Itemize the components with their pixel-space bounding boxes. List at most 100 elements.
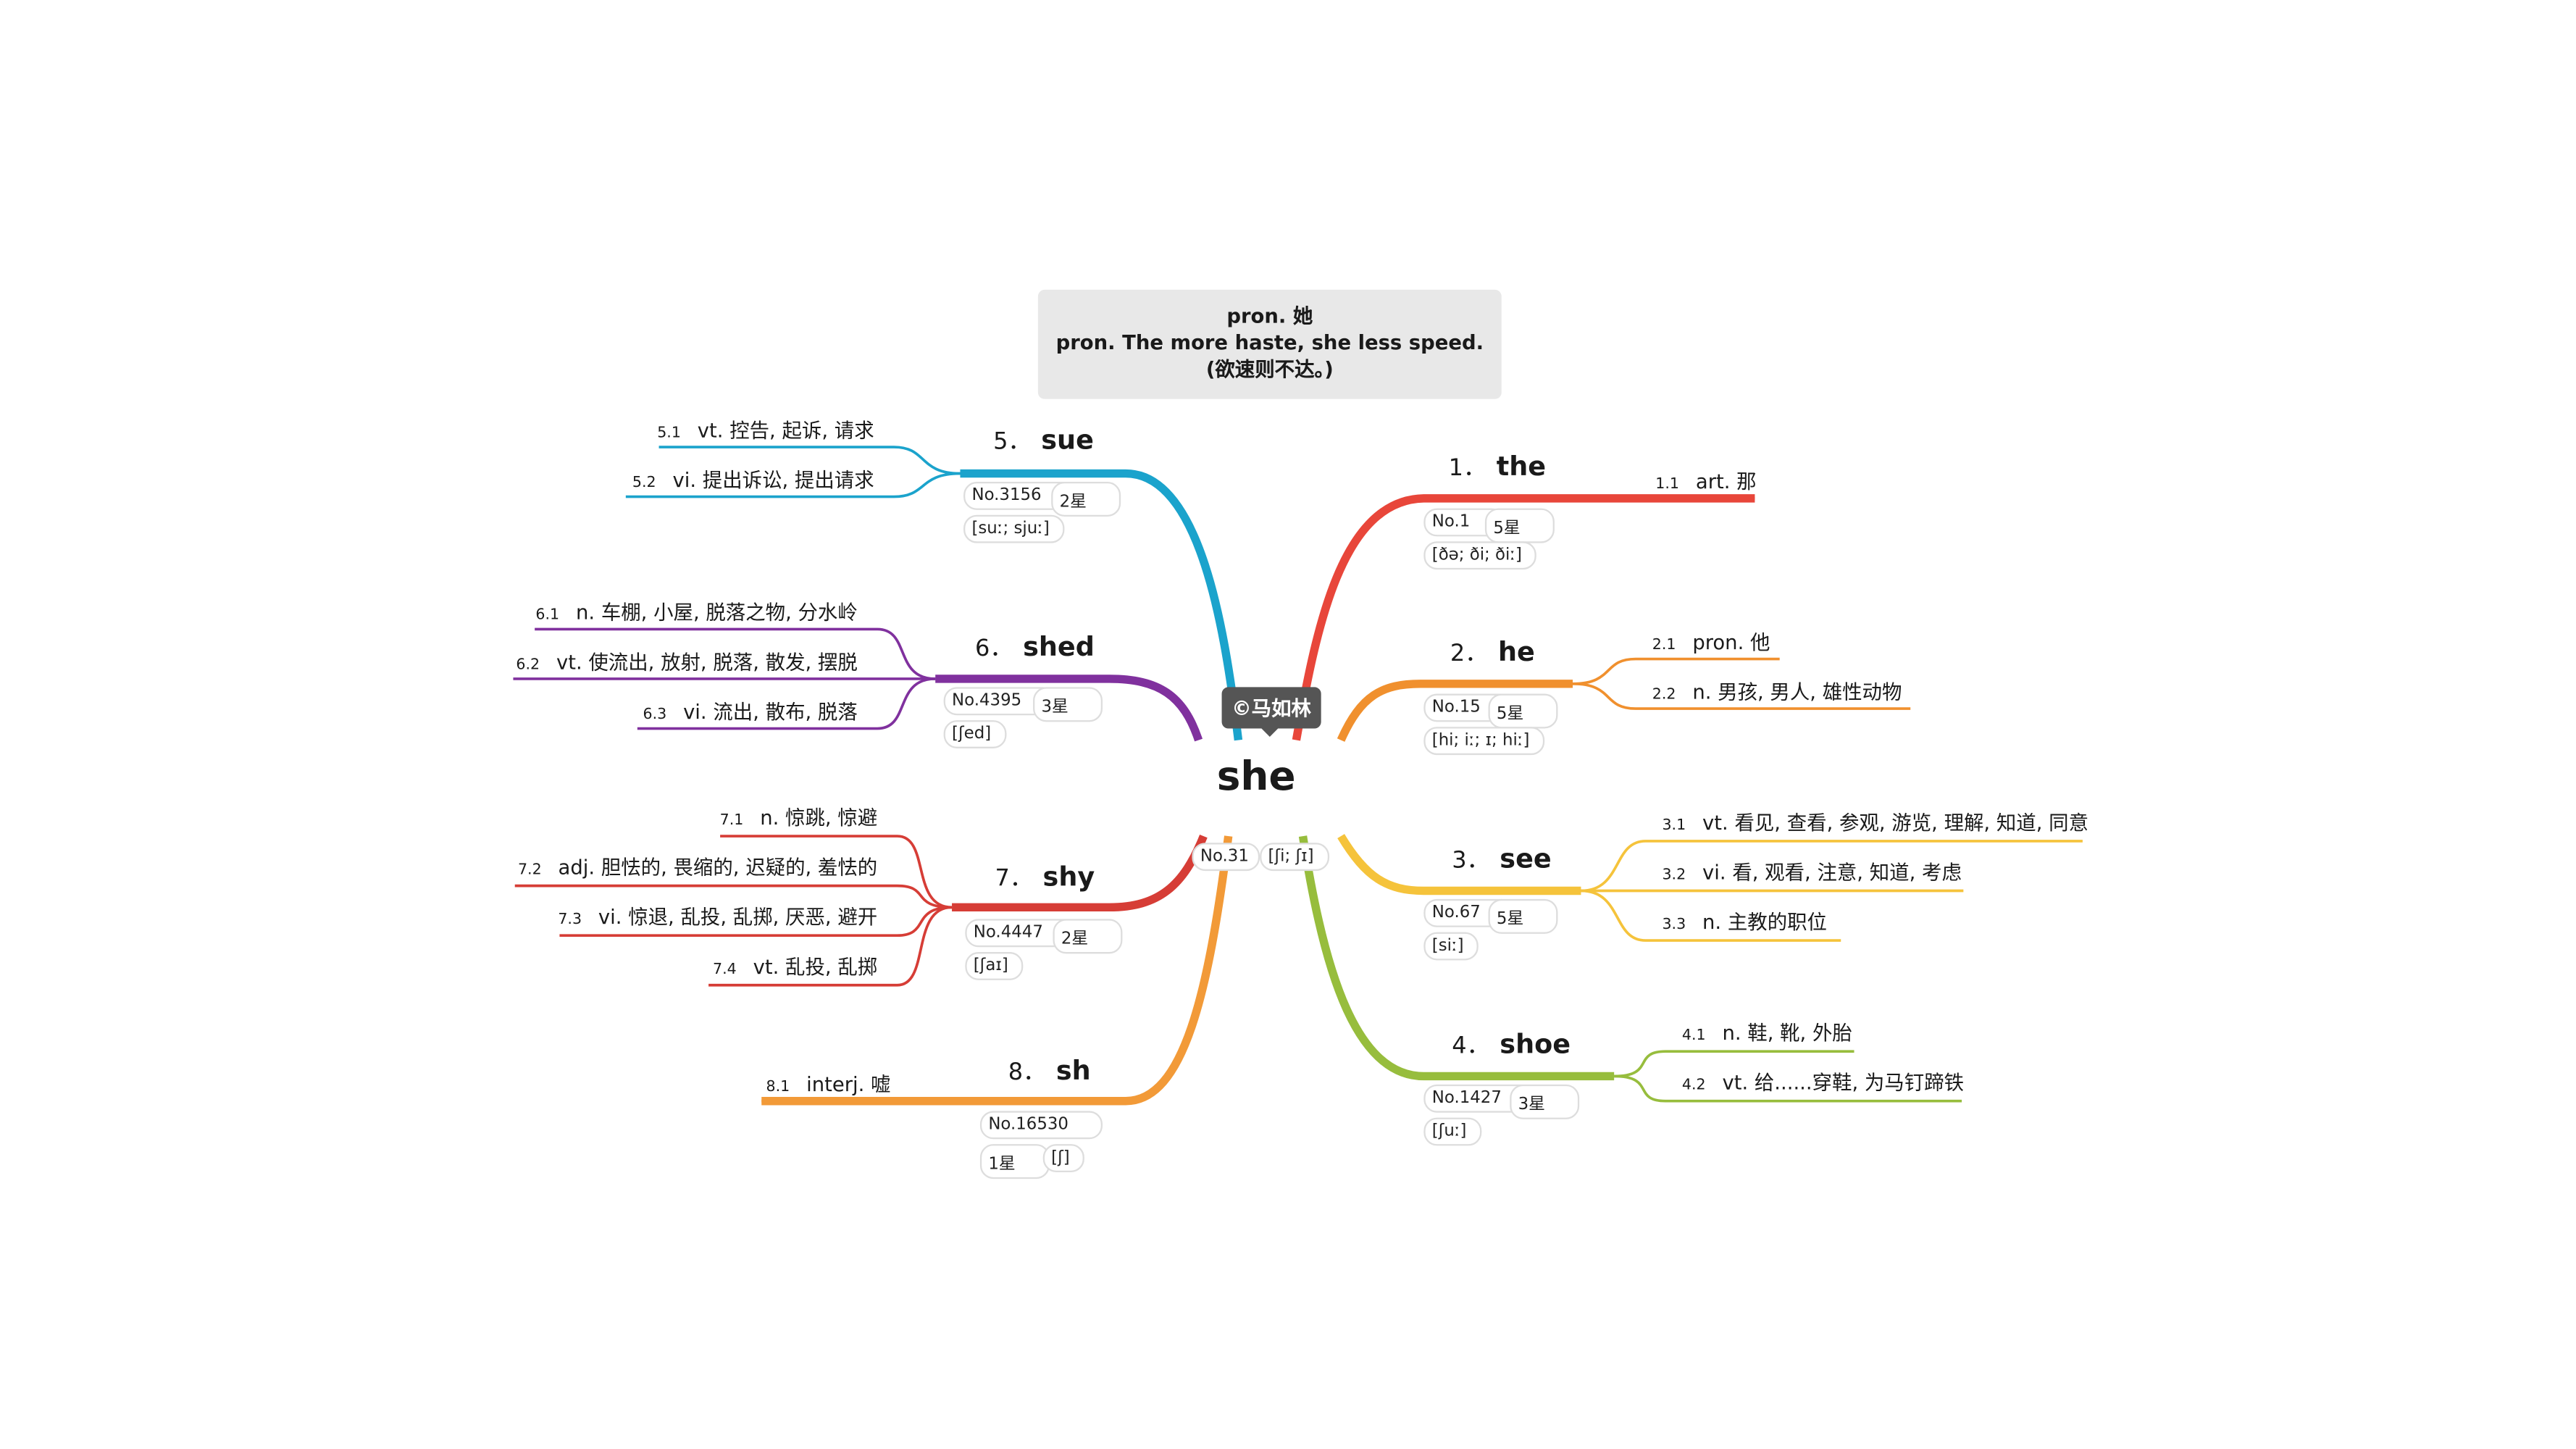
topic-number: 8．	[1008, 1059, 1047, 1087]
sense-5-1[interactable]: 5.1 vt. 控告, 起诉, 请求	[657, 416, 874, 444]
sense-text: n. 车棚, 小屋, 脱落之物, 分水岭	[575, 601, 858, 625]
topic-sue[interactable]: 5．sue	[993, 424, 1094, 457]
sense-line	[1581, 840, 2083, 893]
sense-2-2[interactable]: 2.2 n. 男孩, 男人, 雄性动物	[1652, 677, 1902, 706]
branch-line-shoe	[1298, 835, 1615, 1081]
sense-6-1[interactable]: 6.1 n. 车棚, 小屋, 脱落之物, 分水岭	[535, 598, 857, 626]
branch-line-he	[1337, 680, 1573, 742]
sense-5-2[interactable]: 5.2 vi. 提出诉讼, 提出请求	[632, 465, 874, 493]
sense-line	[514, 884, 953, 909]
branch-line-shed	[935, 675, 1203, 742]
phonetic-tag: [ʃ]	[1042, 1144, 1085, 1172]
sense-number: 6.1	[535, 607, 560, 625]
topic-number: 1．	[1448, 455, 1487, 483]
topic-word: see	[1500, 843, 1552, 874]
sense-4-1[interactable]: 4.1 n. 鞋, 靴, 外胎	[1682, 1018, 1852, 1046]
sense-number: 6.3	[643, 706, 667, 724]
sense-text: adj. 胆怯的, 畏缩的, 迟疑的, 羞怯的	[558, 856, 878, 880]
sense-1-1[interactable]: 1.1 art. 那	[1655, 467, 1756, 495]
sense-text: vi. 提出诉讼, 提出请求	[672, 468, 874, 492]
sense-text: vi. 看, 观看, 注意, 知道, 考虑	[1702, 861, 1962, 885]
central-word[interactable]: she	[1216, 753, 1296, 800]
sense-line	[535, 627, 936, 680]
sense-text: n. 主教的职位	[1702, 910, 1828, 934]
sense-number: 3.3	[1662, 917, 1686, 934]
sense-text: vi. 流出, 散布, 脱落	[683, 700, 858, 724]
sense-line	[658, 446, 961, 475]
stars-tag: 5星	[1488, 898, 1559, 934]
sense-number: 4.2	[1681, 1077, 1706, 1095]
sense-number: 1.1	[1655, 477, 1680, 494]
sense-number: 7.1	[719, 813, 744, 830]
sense-line	[1573, 682, 1911, 710]
sense-text: n. 惊跳, 惊避	[760, 806, 878, 830]
sense-text: n. 鞋, 靴, 外胎	[1722, 1022, 1852, 1045]
sense-number: 3.1	[1662, 817, 1686, 835]
phonetic-tag: [ðə; ði; ðiː]	[1423, 541, 1537, 570]
sense-6-3[interactable]: 6.3 vi. 流出, 散布, 脱落	[643, 697, 857, 725]
topic-see[interactable]: 3． see	[1452, 843, 1551, 876]
stars-tag: 2星	[1053, 919, 1124, 954]
topic-shy[interactable]: 7．shy	[995, 861, 1095, 894]
topic-number: 3．	[1452, 848, 1490, 874]
sense-number: 7.2	[517, 862, 542, 880]
sense-number: 7.3	[558, 912, 582, 930]
sense-line	[708, 906, 953, 987]
sense-7-3[interactable]: 7.3 vi. 惊退, 乱投, 乱掷, 厌恶, 避开	[558, 902, 877, 930]
topic-shed[interactable]: 6． shed	[975, 631, 1095, 664]
sense-text: n. 男孩, 男人, 雄性动物	[1692, 680, 1902, 704]
sense-number: 6.2	[516, 657, 540, 675]
sense-number: 4.1	[1681, 1028, 1706, 1045]
sense-text: vt. 控告, 起诉, 请求	[697, 419, 874, 443]
phonetic-tag: [ʃaɪ]	[965, 952, 1024, 980]
phonetic-tag: [hi; iː; ɪ; hiː]	[1423, 727, 1545, 756]
note-line-1: pron. 她	[1226, 304, 1313, 328]
sense-6-2[interactable]: 6.2 vt. 使流出, 放射, 脱落, 散发, 摆脱	[516, 648, 857, 676]
sense-line	[1614, 1050, 1854, 1078]
stars-tag: 5星	[1488, 693, 1559, 729]
topic-he[interactable]: 2．he	[1450, 636, 1535, 669]
branch-line-see	[1337, 834, 1581, 895]
sense-3-1[interactable]: 3.1 vt. 看见, 查看, 参观, 游览, 理解, 知道, 同意	[1662, 808, 2088, 836]
sense-text: art. 那	[1695, 470, 1757, 494]
sense-line	[1614, 1074, 1962, 1103]
topic-word: shy	[1042, 861, 1095, 893]
topic-word: he	[1498, 635, 1535, 667]
topic-word: shed	[1023, 630, 1095, 663]
sense-text: vt. 看见, 查看, 参观, 游览, 理解, 知道, 同意	[1702, 811, 2089, 835]
phonetic-tag: [ʃuː]	[1423, 1117, 1482, 1146]
note-box: pron. 她 pron. The more haste, she less s…	[1037, 289, 1502, 399]
sense-number: 2.1	[1652, 637, 1676, 654]
topic-number: 4．	[1452, 1033, 1490, 1060]
topic-sh[interactable]: 8． sh	[1008, 1055, 1091, 1088]
stars-tag: 5星	[1484, 508, 1555, 543]
phonetic-tag: [siː]	[1423, 932, 1479, 961]
topic-word: the	[1496, 450, 1547, 483]
branch-line-sh	[761, 835, 1233, 1106]
sense-text: vi. 惊退, 乱投, 乱掷, 厌恶, 避开	[598, 906, 878, 930]
sense-7-1[interactable]: 7.1 n. 惊跳, 惊避	[720, 803, 878, 831]
topic-the[interactable]: 1． the	[1449, 451, 1546, 484]
sense-line	[625, 472, 961, 498]
topic-word: sh	[1055, 1054, 1091, 1087]
sense-3-3[interactable]: 3.3 n. 主教的职位	[1662, 907, 1827, 935]
sense-text: vt. 给......穿鞋, 为马钉蹄铁	[1722, 1071, 1965, 1095]
phonetic-tag: [ʃed]	[943, 720, 1006, 748]
sense-number: 5.1	[657, 425, 681, 443]
topic-shoe[interactable]: 4．shoe	[1452, 1028, 1571, 1061]
sense-number: 2.2	[1652, 687, 1676, 704]
rank-tag: No.16530	[979, 1111, 1103, 1140]
sense-text: interj. 嘘	[806, 1072, 891, 1096]
topic-number: 6．	[975, 635, 1013, 663]
sense-7-2[interactable]: 7.2 adj. 胆怯的, 畏缩的, 迟疑的, 羞怯的	[518, 853, 877, 881]
topic-number: 5．	[993, 428, 1032, 456]
sense-number: 5.2	[632, 475, 656, 492]
sense-4-2[interactable]: 4.2 vt. 给......穿鞋, 为马钉蹄铁	[1682, 1068, 1964, 1096]
sense-line	[1581, 889, 1841, 942]
sense-text: vt. 使流出, 放射, 脱落, 散发, 摆脱	[556, 651, 858, 675]
